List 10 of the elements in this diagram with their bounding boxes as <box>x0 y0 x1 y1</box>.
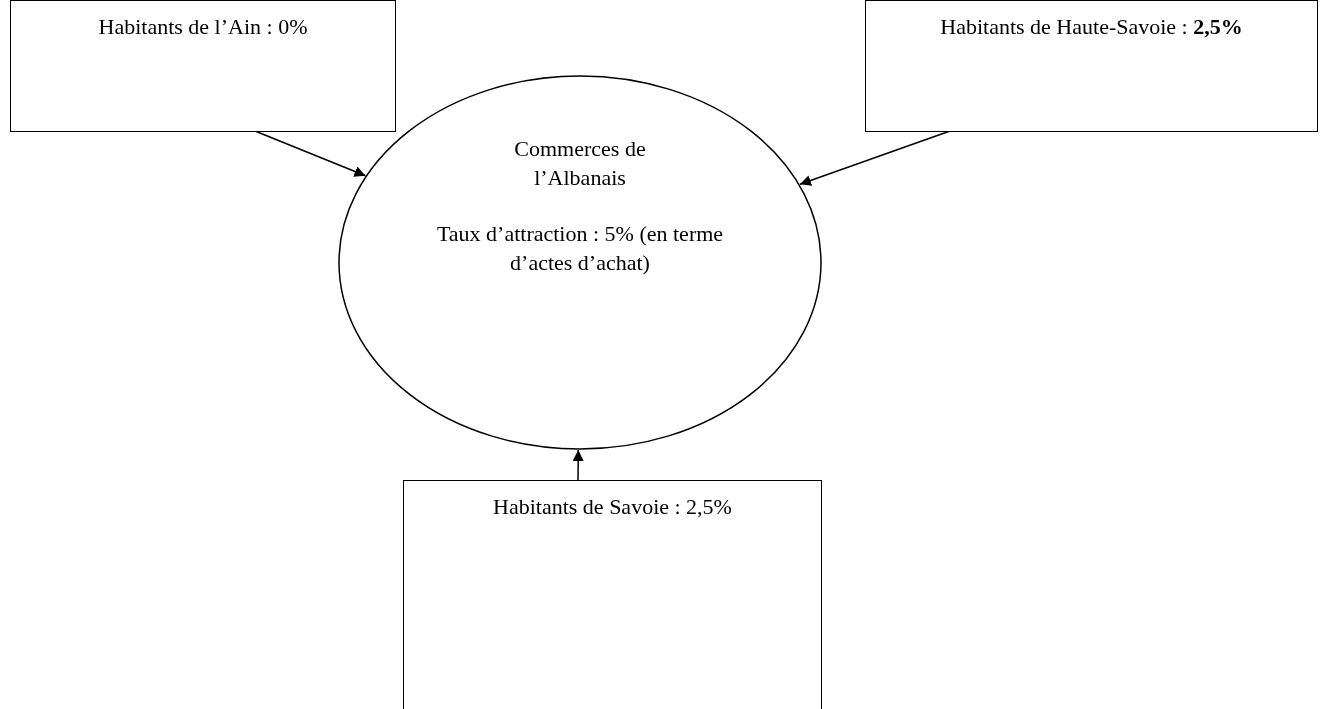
node-detail: Taux d’attraction : 5% (en terme d’actes d’achat) <box>435 220 725 277</box>
text-box <box>403 480 822 709</box>
ellipse-node <box>338 75 822 450</box>
node-label: Habitants de Savoie : 2,5% <box>492 493 733 521</box>
node-label: Habitants de l’Ain : 0% <box>97 13 309 41</box>
text-box <box>865 0 1318 132</box>
node-label: Habitants de Haute-Savoie : 2,5% <box>939 13 1244 41</box>
text-box <box>10 0 396 132</box>
node-label: Commerces de l’Albanais <box>513 135 647 192</box>
arrow <box>572 449 584 481</box>
